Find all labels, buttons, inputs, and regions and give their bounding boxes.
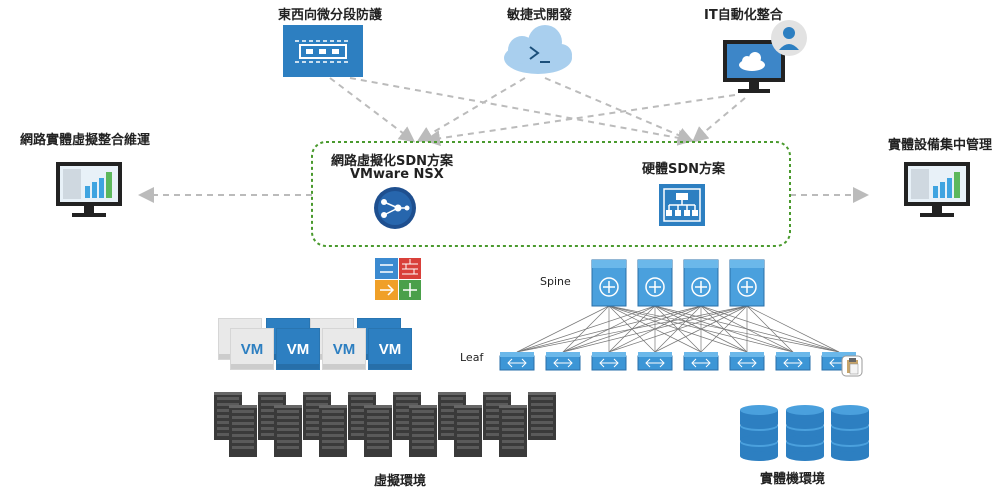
vm-label: VM — [240, 340, 264, 358]
database-cylinder — [786, 405, 824, 461]
vm-box: VM — [230, 328, 274, 370]
spine-switch — [637, 259, 673, 307]
spine-switches — [591, 259, 765, 307]
left-monitor-icon — [56, 162, 122, 217]
vm-label: VM — [332, 340, 356, 358]
server-racks — [214, 392, 556, 457]
fabric-mesh-lines — [516, 305, 840, 353]
server-rack — [274, 405, 302, 457]
microseg-label: 東西向微分段防護 — [278, 8, 383, 23]
leaf-switch — [775, 352, 811, 371]
vm-label: VM — [378, 340, 402, 358]
left-label: 網路實體虛擬整合維運 — [20, 133, 151, 148]
server-rack — [409, 405, 437, 457]
vm-box: VM — [322, 328, 366, 370]
hardware-sdn-icon — [659, 184, 705, 226]
leaf-label: Leaf — [460, 351, 484, 364]
storage-cylinders — [740, 405, 869, 461]
vm-box: VM — [368, 328, 412, 370]
server-rack — [364, 405, 392, 457]
server-rack — [528, 392, 556, 440]
nsx-title-line2: VMware NSX — [350, 167, 444, 182]
hw-sdn-title: 硬體SDN方案 — [642, 162, 726, 177]
database-cylinder — [740, 405, 778, 461]
nsx-title-line1: 網路虛擬化SDN方案 — [331, 154, 454, 169]
leaf-switch — [729, 352, 765, 371]
security-services-icon — [375, 258, 421, 300]
leaf-switch — [545, 352, 581, 371]
cloud-terminal-icon — [504, 25, 572, 74]
virtual-env-label: 虛擬環境 — [374, 474, 427, 489]
leaf-switch — [591, 352, 627, 371]
database-cylinder — [831, 405, 869, 461]
right-label: 實體設備集中管理 — [888, 138, 993, 153]
vm-label: VM — [286, 340, 310, 358]
leaf-switch — [683, 352, 719, 371]
physical-env-label: 實體機環境 — [760, 472, 826, 487]
leaf-switch — [637, 352, 673, 371]
spine-label: Spine — [540, 275, 571, 288]
spine-switch — [591, 259, 627, 307]
it-automation-icon — [723, 20, 807, 93]
spine-switch — [683, 259, 719, 307]
vm-box: VM — [276, 328, 320, 370]
server-rack — [319, 405, 347, 457]
nsx-logo-icon — [374, 187, 416, 229]
leaf-switches — [499, 352, 857, 371]
right-monitor-icon — [904, 162, 970, 217]
sdn-group-box — [311, 141, 791, 247]
server-rack — [499, 405, 527, 457]
microseg-icon — [283, 25, 363, 77]
leaf-switch — [499, 352, 535, 371]
agile-label: 敏捷式開發 — [507, 8, 573, 23]
clipboard-icon — [841, 355, 863, 377]
connector-arrows — [138, 77, 869, 203]
server-rack — [454, 405, 482, 457]
server-rack — [229, 405, 257, 457]
spine-switch — [729, 259, 765, 307]
it-automation-label: IT自動化整合 — [704, 8, 783, 23]
